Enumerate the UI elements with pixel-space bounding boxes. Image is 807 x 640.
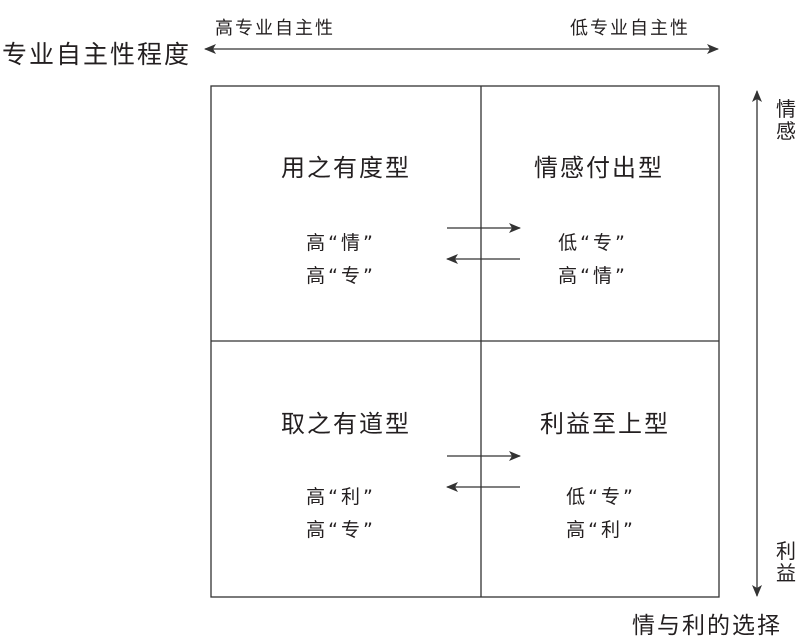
quadrant-bottom-right-line1: 低“专” [566,486,636,508]
quadrant-top-left-line1: 高“情” [306,232,376,254]
x-axis-left-label: 高专业自主性 [215,18,335,39]
quadrant-top-left-line2: 高“专” [306,265,376,287]
quadrant-top-right-title: 情感付出型 [534,154,664,182]
quadrant-bottom-left-title: 取之有道型 [281,410,411,438]
x-axis-title: 专业自主性程度 [2,40,192,69]
y-axis-title: 情与利的选择 [632,613,782,639]
quadrant-bottom-left-line2: 高“专” [306,519,376,541]
y-axis-bottom-label: 利益 [776,539,796,585]
quadrant-top-right-line1: 低“专” [558,232,628,254]
y-axis-top-label: 情感 [776,97,796,143]
quadrant-top-right-line2: 高“情” [558,265,628,287]
quadrant-bottom-right-title: 利益至上型 [540,410,670,438]
x-axis-right-label: 低专业自主性 [570,18,690,39]
quadrant-bottom-left-line1: 高“利” [306,486,376,508]
quadrant-bottom-right-line2: 高“利” [566,519,636,541]
quadrant-top-left-title: 用之有度型 [281,154,411,182]
